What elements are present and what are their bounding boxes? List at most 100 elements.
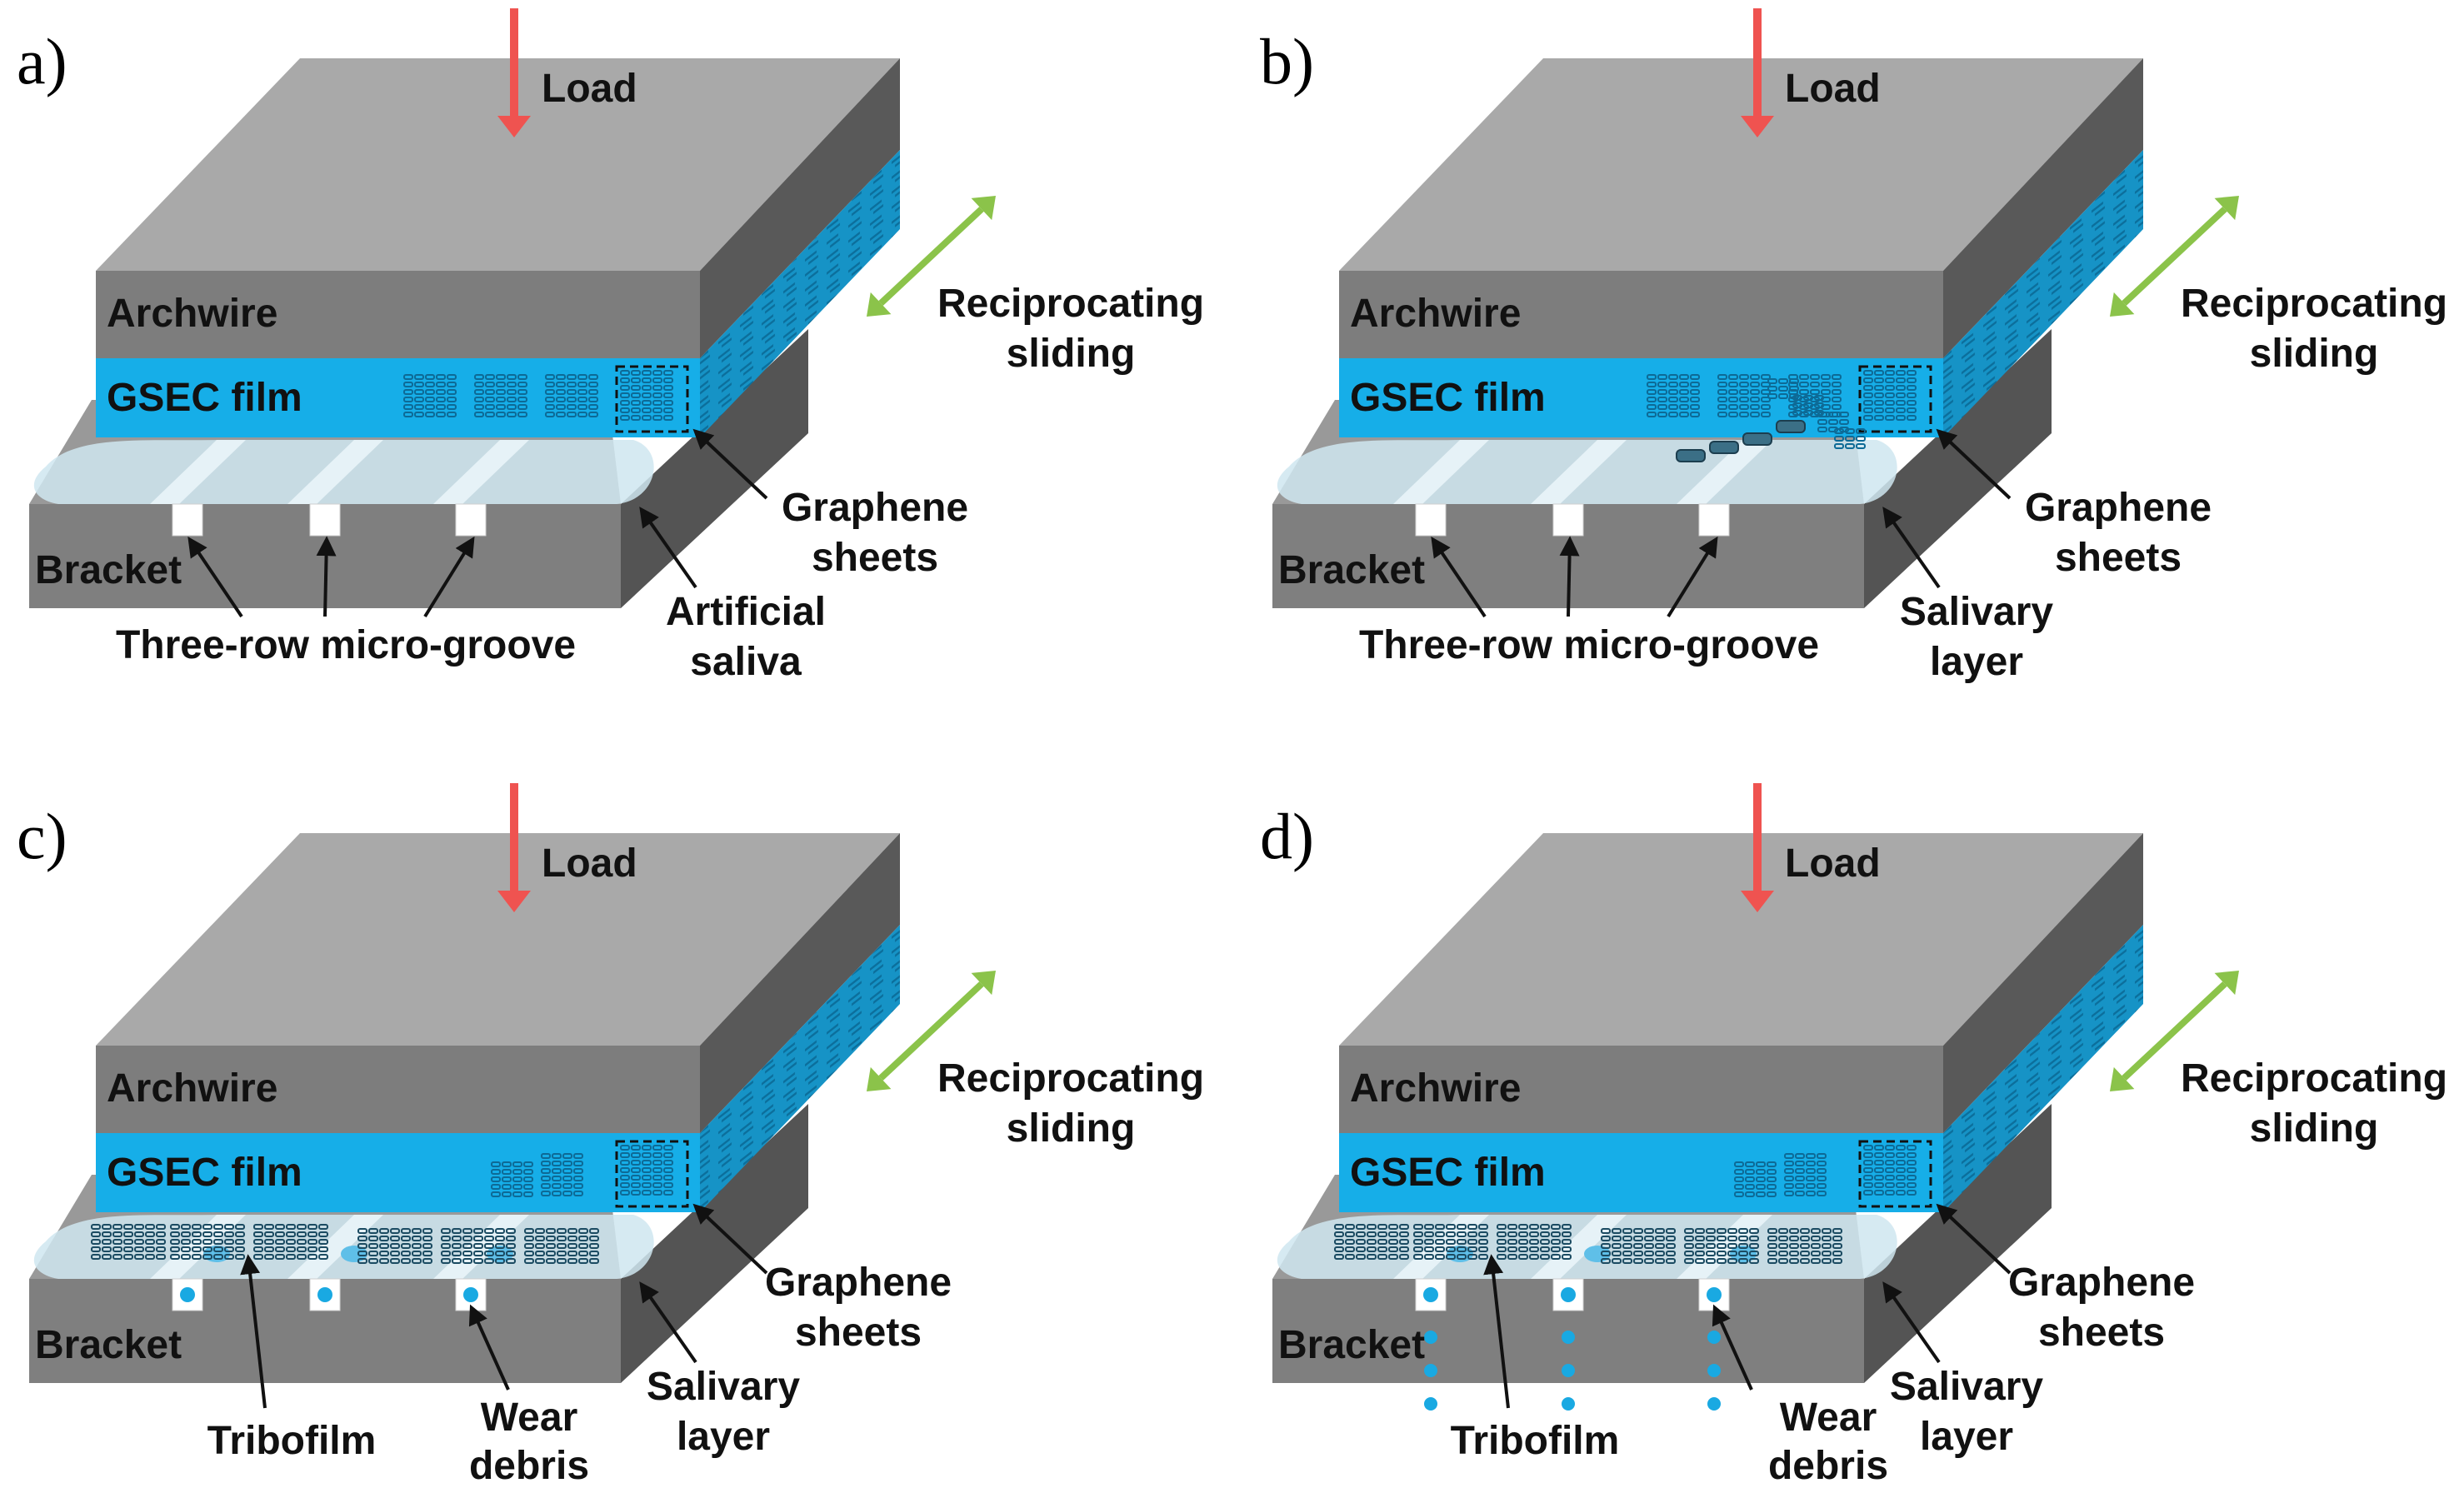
graphene-sheet bbox=[1907, 1160, 1917, 1166]
graphene-sheet bbox=[1863, 1160, 1873, 1166]
graphene-sheet bbox=[253, 1231, 263, 1237]
archwire-front-face bbox=[1339, 271, 1943, 358]
graphene-sheet bbox=[1874, 1160, 1884, 1166]
reciprocating-sliding-arrow bbox=[867, 196, 996, 317]
graphene-sheet bbox=[1863, 1145, 1873, 1151]
archwire-top-face bbox=[1339, 833, 2143, 1046]
graphene-sheet bbox=[523, 1161, 533, 1167]
graphene-sheet bbox=[1789, 1243, 1799, 1249]
graphene-sheet bbox=[1601, 1243, 1611, 1249]
layer-text-1: Salivary bbox=[1890, 1365, 2043, 1409]
graphene-sheet bbox=[1612, 1243, 1622, 1249]
graphene-sheet bbox=[425, 404, 435, 410]
graphene-sheet bbox=[112, 1239, 122, 1245]
micro-groove-band bbox=[433, 440, 529, 504]
graphene-sheet bbox=[1690, 397, 1700, 402]
graphene-sheet bbox=[1767, 1228, 1777, 1234]
graphene-sheet bbox=[1885, 370, 1895, 376]
graphene-sheet bbox=[1745, 1184, 1755, 1190]
graphene-sheet bbox=[491, 1184, 501, 1190]
graphene-sheet bbox=[1467, 1239, 1477, 1245]
graphene-sheet bbox=[1789, 378, 1799, 384]
graphene-sheet bbox=[1874, 370, 1884, 376]
micro-groove bbox=[309, 503, 341, 537]
graphene-sheet bbox=[1679, 412, 1689, 417]
graphene-sheet bbox=[235, 1239, 245, 1245]
graphene-sheet bbox=[1907, 400, 1917, 406]
graphene-sheet bbox=[1518, 1224, 1528, 1230]
graphene-sheet bbox=[506, 1228, 516, 1234]
graphene-sheet bbox=[1817, 1153, 1827, 1159]
graphene-sheet bbox=[1800, 1258, 1810, 1264]
reciprocating-sliding-arrow-head bbox=[867, 1066, 892, 1091]
graphene-sheet bbox=[297, 1254, 307, 1260]
graphene-sheet bbox=[1834, 428, 1844, 434]
graphene-sheet bbox=[1789, 1258, 1799, 1264]
graphene-sheet bbox=[589, 1258, 599, 1264]
graphene-sheet bbox=[1839, 412, 1849, 417]
graphene-sheet-cluster bbox=[541, 1153, 583, 1196]
graphene-sheet bbox=[1863, 392, 1873, 398]
tribofilm-sheet-cluster bbox=[1767, 1228, 1842, 1264]
graphene-sheet bbox=[512, 1169, 522, 1175]
graphene-sheet bbox=[1497, 1231, 1507, 1237]
graphene-sheet bbox=[517, 389, 527, 395]
graphene-callout-line bbox=[692, 428, 768, 500]
graphene-sheet bbox=[192, 1224, 202, 1230]
micro-groove-band bbox=[1531, 440, 1627, 504]
graphene-sheet-cluster bbox=[1834, 428, 1866, 449]
graphene-sheet bbox=[1540, 1246, 1550, 1252]
graphene-sheet bbox=[1821, 374, 1831, 380]
graphene-sheet bbox=[1717, 389, 1727, 395]
graphene-sheet bbox=[502, 1176, 512, 1182]
graphene-sheet bbox=[1784, 1191, 1794, 1196]
graphene-sheet bbox=[91, 1231, 101, 1237]
graphene-sheet bbox=[447, 382, 457, 387]
graphene-sheet bbox=[1874, 1152, 1884, 1158]
saliva-callout-line bbox=[1882, 1281, 1941, 1364]
tribofilm-sheet-cluster bbox=[170, 1224, 245, 1260]
graphene-sheet bbox=[652, 377, 662, 383]
graphene-sheet bbox=[484, 1258, 494, 1264]
graphene-sheet bbox=[1896, 1152, 1906, 1158]
graphene-sheet bbox=[1345, 1254, 1355, 1260]
graphene-sheet bbox=[462, 1243, 472, 1249]
gsec-film-front bbox=[96, 358, 700, 437]
graphene-sheet bbox=[535, 1236, 545, 1241]
graphene-sheet bbox=[368, 1236, 378, 1241]
graphene-sheet bbox=[557, 1236, 567, 1241]
graphene-sheet bbox=[1767, 1258, 1777, 1264]
graphene-sheet bbox=[264, 1231, 274, 1237]
graphene-sheet bbox=[202, 1239, 212, 1245]
graphene-sheet bbox=[573, 1153, 583, 1159]
graphene-sheet bbox=[447, 412, 457, 417]
graphene-sheet bbox=[1907, 1175, 1917, 1181]
graphene-sheet bbox=[1435, 1239, 1445, 1245]
reciprocating-sliding-arrow-shaft bbox=[878, 981, 984, 1081]
graphene-sheet bbox=[357, 1228, 367, 1234]
layer-text-1: Salivary bbox=[1900, 590, 2053, 634]
graphene-sheet bbox=[567, 374, 577, 380]
graphene-sheet bbox=[368, 1258, 378, 1264]
graphene-sheet bbox=[1739, 389, 1749, 395]
graphene-sheet bbox=[1529, 1224, 1539, 1230]
load-label: Load bbox=[1785, 67, 1881, 111]
graphene-sheet bbox=[390, 1258, 400, 1264]
micro-groove bbox=[1415, 503, 1447, 537]
graphene-sheet bbox=[1435, 1254, 1445, 1260]
graphene-sheet bbox=[1467, 1231, 1477, 1237]
graphene-sheet bbox=[512, 1184, 522, 1190]
graphene-sheet bbox=[1551, 1231, 1561, 1237]
graphene-sheet bbox=[1734, 1161, 1744, 1167]
graphene-sheet bbox=[1633, 1243, 1643, 1249]
graphene-sheet bbox=[286, 1246, 296, 1252]
graphene-sheet bbox=[588, 397, 598, 402]
graphene-sheet bbox=[192, 1231, 202, 1237]
tribofilm-label: Tribofilm bbox=[207, 1419, 377, 1463]
graphene-sheet bbox=[1832, 1258, 1842, 1264]
graphene-sheet bbox=[588, 404, 598, 410]
graphene-sheet bbox=[507, 412, 517, 417]
bracket-label: Bracket bbox=[1278, 1323, 1425, 1367]
graphene-text: Graphene bbox=[2008, 1261, 2195, 1305]
graphene-sheet bbox=[1727, 1251, 1737, 1256]
